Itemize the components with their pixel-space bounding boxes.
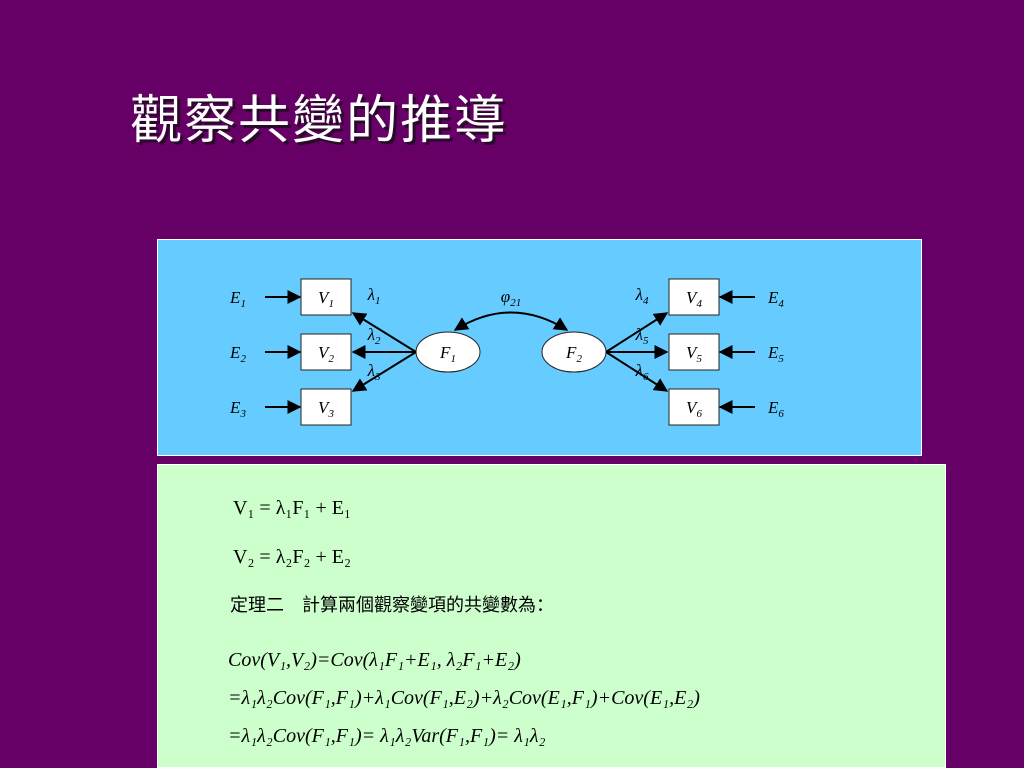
observed-label-v5: V5 <box>686 343 702 365</box>
error-label-e2: E2 <box>229 343 246 365</box>
error-label-e3: E3 <box>229 398 246 420</box>
loading-label-l6: λ6 <box>635 361 649 383</box>
covariance-line-2: =λ₁λ₂Cov(F₁,F₁)+λ₁Cov(F₁,E₂)+λ₂Cov(E₁,F₁… <box>228 687 700 709</box>
loading-label-l4: λ4 <box>635 285 649 307</box>
observed-label-v6: V6 <box>686 398 702 420</box>
theorem-two: 定理二 計算兩個觀察變項的共變數為： <box>230 595 554 616</box>
loading-label-l2: λ2 <box>367 325 381 347</box>
equation-panel: V₁ = λ₁F₁ + E₁ V₂ = λ₂F₂ + E₂ 定理二 計算兩個觀察… <box>157 464 946 768</box>
equation-v2: V₂ = λ₂F₂ + E₂ <box>233 546 351 568</box>
covariance-label: φ21 <box>501 287 521 309</box>
loading-arrow-l1 <box>351 312 417 353</box>
observed-label-v4: V4 <box>686 288 702 310</box>
covariance-arrow <box>453 311 569 331</box>
observed-box-v2 <box>300 333 352 371</box>
factor-f1-label: F1 <box>439 343 456 365</box>
error-label-e4: E4 <box>767 288 784 310</box>
observed-box-v5 <box>668 333 720 371</box>
loading-arrow-l6 <box>605 351 669 392</box>
factor-f2-label: F2 <box>565 343 582 365</box>
error-label-e5: E5 <box>767 343 784 365</box>
loading-label-l1: λ1 <box>367 285 381 307</box>
observed-label-v3: V3 <box>318 398 334 420</box>
observed-box-v6 <box>668 388 720 426</box>
error-label-e1: E1 <box>229 288 246 310</box>
loading-label-l5: λ5 <box>635 325 649 347</box>
observed-box-v4 <box>668 278 720 316</box>
covariance-line-3: =λ₁λ₂Cov(F₁,F₁)= λ₁λ₂Var(F₁,F₁)= λ₁λ₂ <box>228 725 546 747</box>
loading-arrow-l3 <box>351 351 417 392</box>
observed-box-v3 <box>300 388 352 426</box>
covariance-line-1: Cov(V₁,V₂)=Cov(λ₁F₁+E₁, λ₂F₁+E₂) <box>228 649 521 671</box>
slide-title: 觀察共變的推導 <box>130 91 509 151</box>
observed-box-v1 <box>300 278 352 316</box>
equation-v1: V₁ = λ₁F₁ + E₁ <box>233 497 351 519</box>
error-label-e6: E6 <box>767 398 784 420</box>
observed-label-v2: V2 <box>318 343 334 365</box>
observed-label-v1: V1 <box>318 288 334 310</box>
loading-arrow-l4 <box>605 312 669 353</box>
loading-label-l3: λ3 <box>367 361 381 383</box>
